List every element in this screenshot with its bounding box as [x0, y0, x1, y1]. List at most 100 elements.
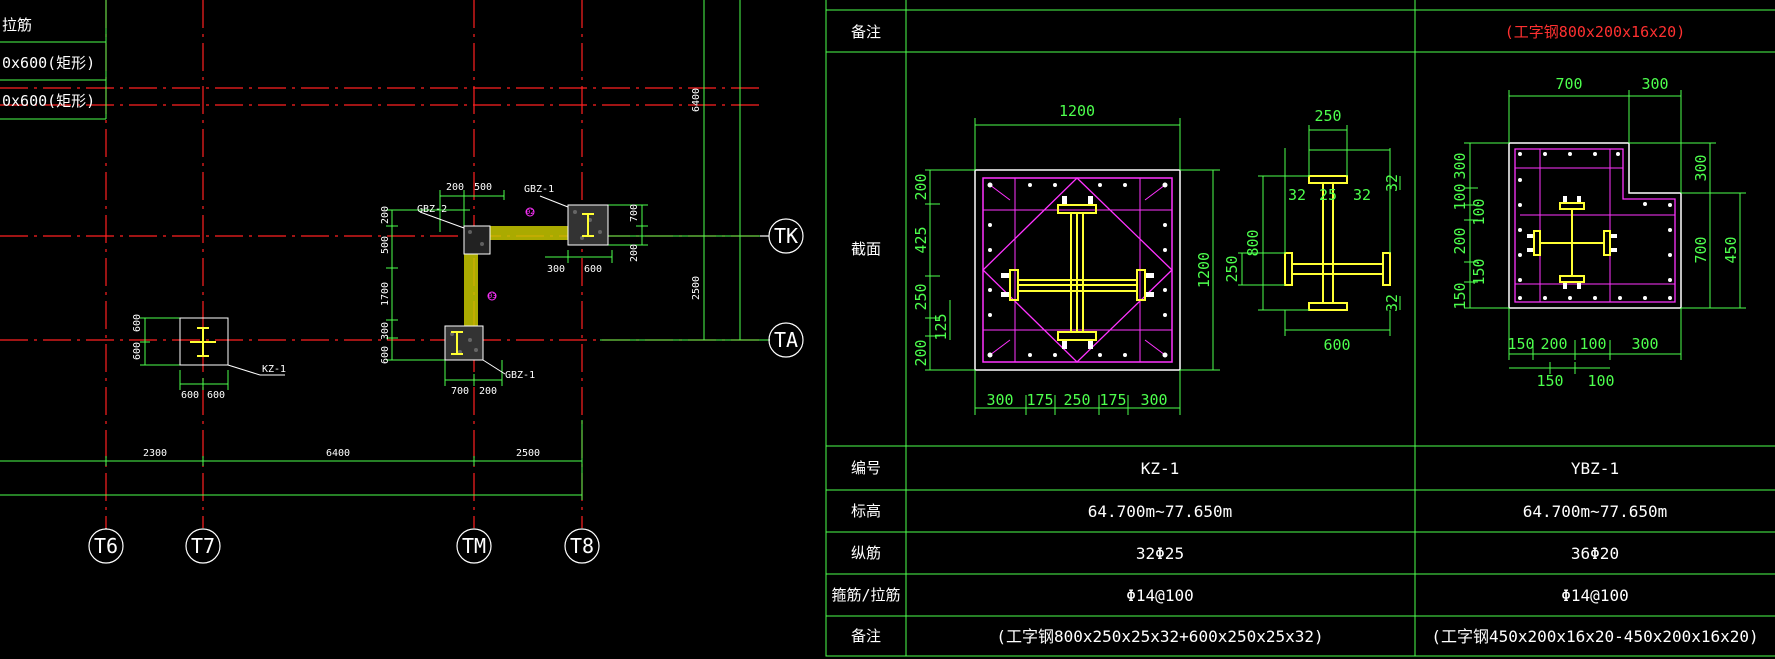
svg-text:03: 03: [488, 292, 496, 300]
ybz1-dim-bottom-100: 100: [1579, 335, 1606, 353]
ybz1-dim-right-700: 700: [1692, 236, 1710, 263]
plan-gbz2: [463, 225, 491, 255]
core-leaders: [419, 195, 569, 375]
dim-core-top-500: 500: [474, 182, 492, 193]
steel-dim-32-right: 32: [1353, 186, 1371, 204]
steel-dim-top: 250: [1314, 107, 1341, 125]
ybz1-longitudinal: 36Φ20: [1571, 544, 1619, 563]
kz1-dim-right: 1200: [1195, 252, 1213, 288]
dim-core-left-1700: 1700: [380, 282, 391, 306]
dim-core-left-300: 300: [380, 322, 391, 340]
dim-core-right-700: 700: [629, 204, 640, 222]
axis-label-T8: T8: [570, 534, 594, 558]
axis-label-TK: TK: [774, 224, 798, 248]
steel-dim-25: 25: [1319, 186, 1337, 204]
legend-row-3: 0x600(矩形): [2, 92, 95, 110]
row-label-stirrup: 箍筋/拉筋: [831, 586, 900, 604]
kz1-steel-cross: [1009, 204, 1146, 341]
dim-core-left-600: 600: [380, 346, 391, 364]
legend-row-2: 0x600(矩形): [2, 54, 95, 72]
svg-text:02: 02: [526, 208, 534, 216]
ybz1-section-drawing: 700 300 300 100 100 200 150 150 300 700 …: [1451, 75, 1746, 390]
axis-bubble-T7: [185, 528, 221, 564]
row-label-section: 截面: [851, 240, 881, 258]
ybz1-dim-bottom-300: 300: [1631, 335, 1658, 353]
plan-gbz1-bottom: [444, 325, 484, 361]
ybz1-dim-left-5: 150: [1470, 258, 1488, 285]
dim-span-6400: 6400: [326, 448, 350, 459]
kz1-longitudinal: 32Φ25: [1136, 544, 1184, 563]
kz1-dim-top: 1200: [1059, 102, 1095, 120]
kz1-section-drawing: 1200 300 175 250 175 300 200 425 250 125…: [912, 102, 1220, 415]
kz1-dim-left-3: 250: [912, 283, 930, 310]
dim-kz-left-b: 600: [132, 342, 143, 360]
plan-tag-kz1: KZ-1: [262, 364, 286, 375]
plan-view: 拉筋 0x600(矩形) 0x600(矩形): [0, 0, 804, 564]
kz1-dim-bottom-2: 175: [1026, 391, 1053, 409]
kz1-dim-left-5: 200: [912, 339, 930, 366]
axis-bubble-T8: [564, 528, 600, 564]
kz1-stirrup: Φ14@100: [1126, 586, 1193, 605]
dim-core-top-200: 200: [446, 182, 464, 193]
axis-label-TM: TM: [462, 534, 486, 558]
ybz1-dim-left-3: 100: [1470, 198, 1488, 225]
kz1-remark: (工字钢800x250x25x32+600x250x25x32): [996, 627, 1323, 646]
dim-core-right-200: 200: [629, 244, 640, 262]
dim-span-2300: 2300: [143, 448, 167, 459]
row-label-number: 编号: [851, 459, 881, 477]
ybz1-dim-left-4: 200: [1451, 227, 1469, 254]
legend-row-1: 拉筋: [2, 16, 32, 34]
steel-dim-32-left: 32: [1288, 186, 1306, 204]
dim-core-right-300: 300: [547, 264, 565, 275]
dim-span-2500: 2500: [516, 448, 540, 459]
kz1-dim-left-1: 200: [912, 173, 930, 200]
dim-core-bottom-200: 200: [479, 386, 497, 397]
dim-core-left-500: 500: [380, 236, 391, 254]
kz1-dim-bottom-1: 300: [986, 391, 1013, 409]
ybz1-dim-left-1: 300: [1451, 152, 1469, 179]
steel-dim-800: 800: [1244, 229, 1262, 256]
kz1-dim-bottom-4: 175: [1099, 391, 1126, 409]
grid-axes: [0, 0, 760, 528]
kz1-dim-bottom-3: 250: [1063, 391, 1090, 409]
ybz1-dim-bottom-150: 150: [1507, 335, 1534, 353]
ybz1-number: YBZ-1: [1571, 459, 1619, 478]
axis-label-T7: T7: [191, 534, 215, 558]
axis-bubble-TM: [456, 528, 492, 564]
ybz1-stirrup: Φ14@100: [1561, 586, 1628, 605]
kz1-steel-detail: 250 32 25 32 800 250 600 32 32: [1223, 107, 1401, 354]
ybz1-hoop: [1514, 148, 1676, 303]
steel-dim-32-top-right: 32: [1383, 174, 1401, 192]
dim-core-bottom-700: 700: [451, 386, 469, 397]
row-label-longitudinal: 纵筋: [851, 544, 881, 562]
ybz1-dim-top-700: 700: [1555, 75, 1582, 93]
axis-label-T6: T6: [94, 534, 118, 558]
plan-tag-gbz2: GBZ-2: [417, 204, 447, 215]
kz1-leader: [227, 364, 261, 376]
dim-kz-bottom-b: 600: [207, 390, 225, 401]
legend-table: [0, 0, 107, 120]
ybz1-dim-right-300: 300: [1692, 154, 1710, 181]
plan-dimension-lines: [0, 0, 770, 500]
dim-kz-bottom-a: 600: [181, 390, 199, 401]
plan-tag-circle-03: [487, 291, 497, 301]
ybz1-dim-bottom2-150: 150: [1536, 372, 1563, 390]
kz1-number: KZ-1: [1141, 459, 1180, 478]
row-label-elevation: 标高: [851, 502, 881, 520]
plan-kz1-column: [179, 317, 229, 366]
axis-label-TA: TA: [774, 328, 798, 352]
dim-vert-6400: 6400: [691, 88, 702, 112]
plan-core-wall: 02 03: [444, 204, 609, 361]
ybz1-dim-bottom2-100: 100: [1587, 372, 1614, 390]
ybz1-dim-left-2: 100: [1451, 183, 1469, 210]
ybz1-dim-top-300: 300: [1641, 75, 1668, 93]
ybz1-dim-bottom-200: 200: [1540, 335, 1567, 353]
ybz1-dim-far-right-450: 450: [1722, 236, 1740, 263]
column-schedule-table: 备注 截面 编号 标高 纵筋 箍筋/拉筋 备注 (工字钢800x200x16x2…: [825, 0, 1775, 657]
row-label-remark-bottom: 备注: [851, 627, 881, 645]
ybz1-elevation: 64.700m~77.650m: [1523, 502, 1668, 521]
ybz1-steel-cross: [1533, 202, 1611, 283]
kz1-dim-left-4: 125: [932, 313, 950, 340]
steel-dim-32-bottom-right: 32: [1383, 294, 1401, 312]
